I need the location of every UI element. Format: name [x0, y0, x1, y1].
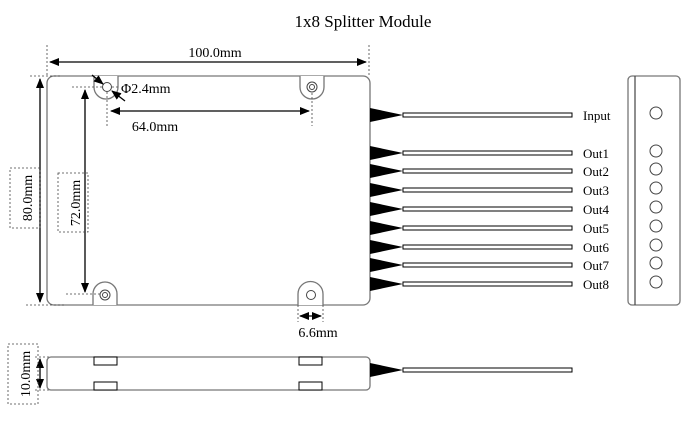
port-label: Out1: [583, 146, 609, 161]
port-input-connector: [649, 106, 663, 120]
tab-profile: [93, 381, 118, 391]
width-dimension: 100.0mm: [188, 46, 241, 61]
port-label: Out6: [583, 240, 610, 255]
fiber-boot: [370, 221, 403, 235]
thickness-dimension: 10.0mm: [19, 351, 34, 397]
port-out5-connector: [649, 219, 663, 233]
fiber-out3: Out3: [370, 183, 609, 198]
hole-height-dimension: 72.0mm: [69, 180, 84, 226]
mount-hole: [306, 290, 316, 300]
fiber-boot: [370, 363, 403, 377]
fiber-out1: Out1: [370, 146, 609, 161]
fiber-boot: [370, 240, 403, 254]
height-dimension: 80.0mm: [21, 175, 36, 221]
port-out7-connector: [649, 256, 663, 270]
fiber-out2: Out2: [370, 164, 609, 179]
diagram-title: 1x8 Splitter Module: [295, 12, 432, 31]
fiber: [402, 187, 573, 193]
fiber: [402, 262, 573, 268]
port-label: Out2: [583, 164, 609, 179]
fiber-boot: [370, 277, 403, 291]
port-out2-connector: [649, 162, 663, 176]
port-out1-connector: [649, 144, 663, 158]
connector-panel: [627, 75, 681, 306]
port-label: Out3: [583, 183, 609, 198]
fiber-input: Input: [370, 108, 611, 123]
dimensions: 100.0mm 80.0mm 72.0mm 64.0mm Φ2.4mm 6.6m…: [7, 45, 370, 405]
tab-width-dimension: 6.6mm: [298, 326, 337, 341]
fiber: [402, 206, 573, 212]
tab-profile: [298, 381, 323, 391]
fiber: [402, 367, 573, 373]
hole-diameter-dimension: Φ2.4mm: [121, 82, 171, 97]
port-label: Out4: [583, 202, 610, 217]
fiber-out7: Out7: [370, 258, 610, 273]
port-out4-connector: [649, 200, 663, 214]
port-label: Out7: [583, 258, 610, 273]
fiber-boot: [370, 108, 403, 122]
fiber: [402, 112, 573, 118]
fiber: [402, 168, 573, 174]
hole-spacing-dimension: 64.0mm: [132, 120, 178, 135]
fiber-out6: Out6: [370, 240, 610, 255]
fiber-boot: [370, 258, 403, 272]
port-out8-connector: [649, 275, 663, 289]
port-label: Out8: [583, 277, 609, 292]
fiber: [402, 150, 573, 156]
fiber-boot: [370, 183, 403, 197]
port-label: Out5: [583, 221, 609, 236]
fiber-out4: Out4: [370, 202, 610, 217]
fiber-out5: Out5: [370, 221, 609, 236]
port-label: Input: [583, 108, 611, 123]
tab-profile: [298, 356, 323, 366]
fiber: [402, 281, 573, 287]
fiber-boot: [370, 164, 403, 178]
fiber: [402, 244, 573, 250]
fiber-boot: [370, 202, 403, 216]
side-view: [46, 356, 573, 391]
fiber-boot: [370, 146, 403, 160]
fiber: [402, 225, 573, 231]
mount-hole: [102, 82, 112, 92]
port-out3-connector: [649, 181, 663, 195]
port-out6-connector: [649, 238, 663, 252]
fiber-out8: Out8: [370, 277, 609, 292]
top-view: [46, 75, 371, 306]
tab-profile: [93, 356, 118, 366]
